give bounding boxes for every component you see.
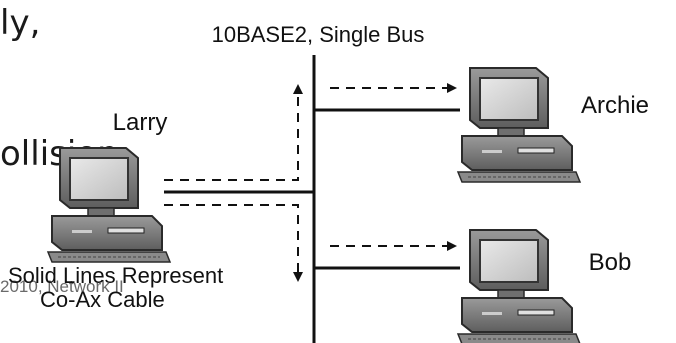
legend-line-2: Co-Ax Cable xyxy=(40,287,165,312)
host-label-bob: Bob xyxy=(589,249,632,276)
computer-archie-icon xyxy=(457,67,581,183)
host-label-larry: Larry xyxy=(113,109,168,136)
slide-text-fragment-1: ly, xyxy=(0,3,40,43)
computer-larry-icon xyxy=(47,147,171,263)
signal-path-up xyxy=(164,84,303,181)
host-label-archie: Archie xyxy=(581,92,649,119)
computer-bob-icon xyxy=(457,229,581,343)
signal-path-down xyxy=(164,204,303,282)
legend-line-1: Solid Lines Represent xyxy=(8,263,223,288)
diagram-title: 10BASE2, Single Bus xyxy=(212,22,425,47)
signal-paths xyxy=(164,83,457,282)
footer-text: 2010, Network II xyxy=(0,277,124,296)
